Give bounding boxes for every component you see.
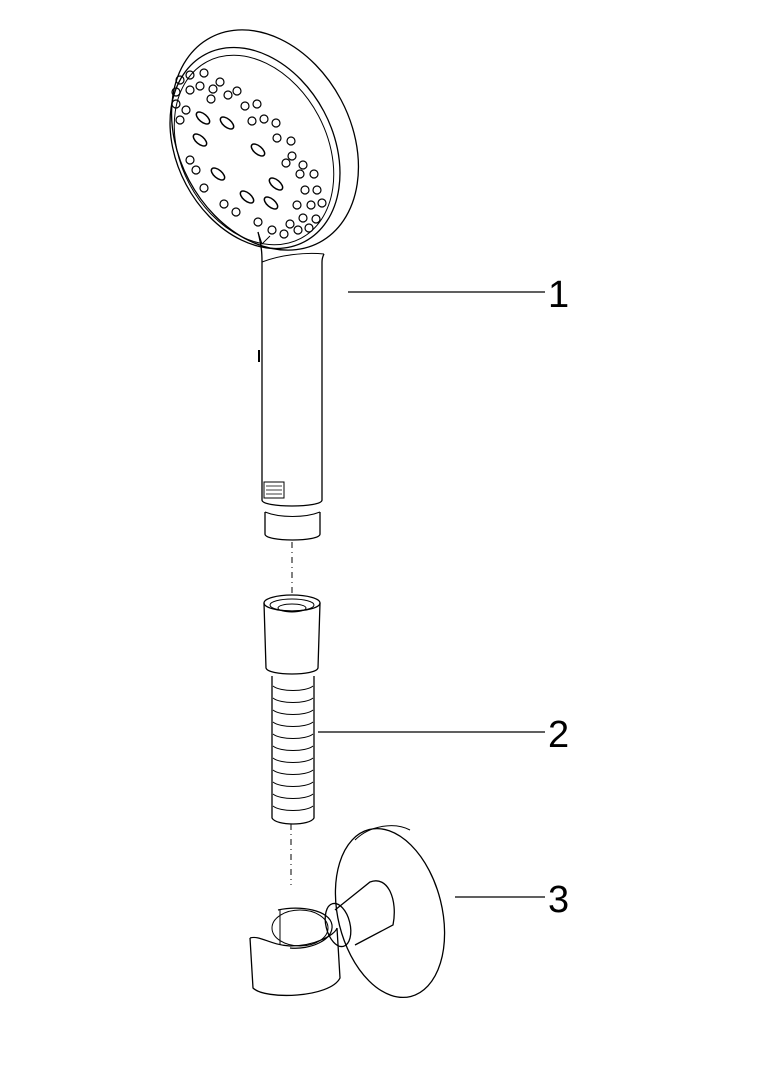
callout-leaders [318,291,545,898]
callout-label-1: 1 [548,274,570,316]
callout-label-2: 2 [548,714,570,756]
wall-holder-drawing [249,825,446,999]
hand-shower-drawing [169,29,360,541]
shower-hose-drawing [263,594,321,825]
assembly-axis-lines [290,542,293,885]
callout-label-3: 3 [548,879,570,921]
